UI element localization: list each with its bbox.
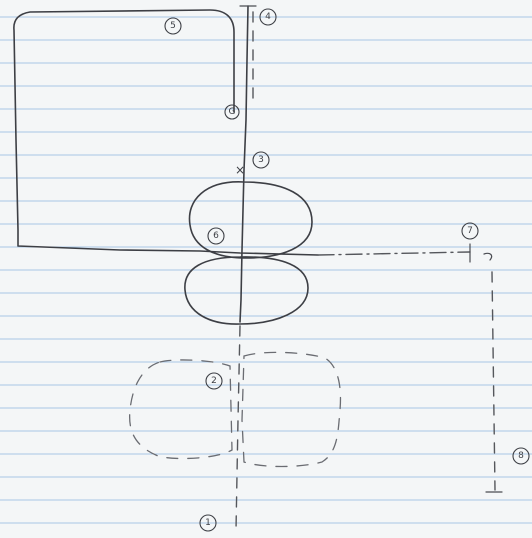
vertical-dashed-line-8 xyxy=(492,272,495,490)
marker-6: 6 xyxy=(208,228,224,244)
svg-text:8: 8 xyxy=(518,451,524,461)
svg-text:G: G xyxy=(229,107,236,117)
svg-text:1: 1 xyxy=(205,518,211,528)
svg-text:2: 2 xyxy=(211,376,217,386)
horizontal-dashed-line xyxy=(318,252,470,255)
svg-text:5: 5 xyxy=(170,21,176,31)
marker-7: 7 xyxy=(462,223,478,239)
dashed-box-right xyxy=(242,352,340,466)
svg-text:7: 7 xyxy=(467,226,473,236)
svg-text:6: 6 xyxy=(213,231,219,241)
dashed-box-left xyxy=(130,360,232,459)
svg-text:4: 4 xyxy=(265,12,271,22)
marker-2: 2 xyxy=(206,373,222,389)
lower-ellipse xyxy=(185,257,308,324)
cross-mark: × xyxy=(235,163,245,177)
marker-8: 8 xyxy=(513,448,529,464)
right-bracket-top xyxy=(484,253,492,260)
marker-3: 3 xyxy=(253,152,269,168)
ruled-lines xyxy=(0,17,532,523)
center-dashed-line xyxy=(236,326,240,530)
svg-text:3: 3 xyxy=(258,155,264,165)
marker-5: 5 xyxy=(165,18,181,34)
marker-g: G xyxy=(225,105,239,119)
